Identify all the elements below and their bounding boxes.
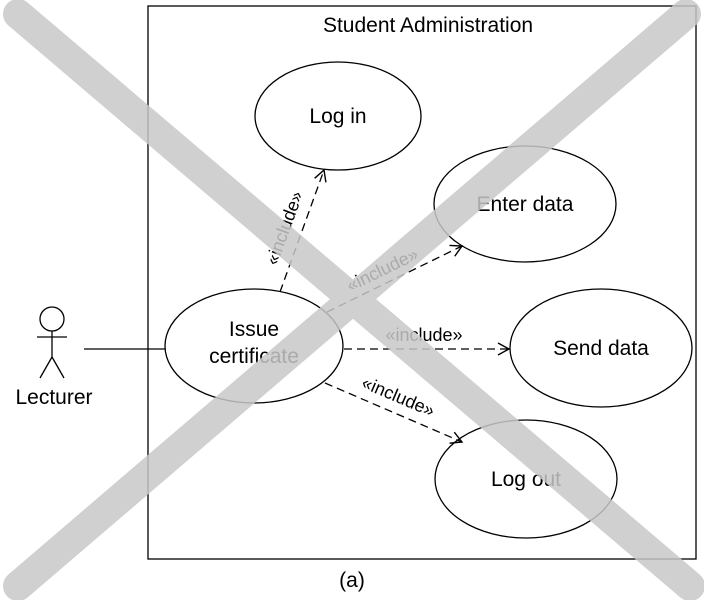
- actor-lecturer[interactable]: Lecturer: [15, 306, 93, 409]
- use-case-label-line1: Issue: [229, 318, 279, 341]
- use-case-label: Enter data: [477, 193, 574, 216]
- system-boundary-title: Student Administration: [323, 14, 533, 37]
- use-case-label: Send data: [553, 337, 649, 360]
- include-arrow-log-in: [279, 168, 327, 293]
- system-boundary: [147, 5, 697, 560]
- figure-caption: (a): [339, 569, 365, 592]
- actor-label: Lecturer: [15, 386, 92, 409]
- stick-figure-icon: [37, 306, 67, 379]
- use-case-send-data[interactable]: Send data: [509, 288, 693, 408]
- use-case-log-in[interactable]: Log in: [254, 61, 422, 171]
- cross-out-icon: [3, 0, 704, 600]
- use-case-label: Log in: [309, 105, 366, 128]
- include-arrow-log-out: [324, 382, 464, 444]
